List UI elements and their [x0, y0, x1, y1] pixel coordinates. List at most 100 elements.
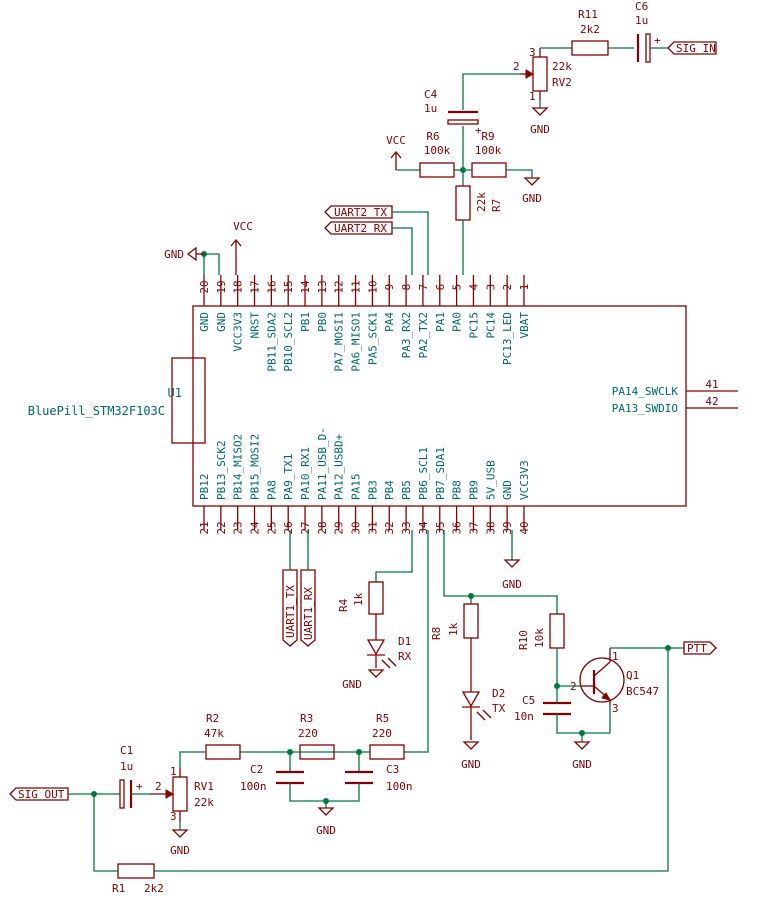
pin-36-number: 36 [451, 521, 464, 534]
pin-28-name: PA11_USB_D- [316, 427, 329, 500]
pin-40-name: VCC3V3 [518, 460, 531, 500]
pin-15-number: 15 [282, 280, 295, 293]
c6-ref: C6 [635, 0, 648, 13]
q1-body [579, 657, 625, 703]
r10-body [549, 613, 565, 649]
pin-9-name: PA4 [383, 312, 396, 332]
pin-26-number: 26 [282, 521, 295, 534]
c3-ref: C3 [386, 763, 399, 776]
sig-in-label [667, 41, 717, 55]
gnd-label-u1-bottom: GND [502, 578, 522, 591]
pin-15-name: PB10_SCL2 [282, 312, 295, 372]
pin-33-name: PB5 [400, 480, 413, 500]
pin-42-number: 42 [705, 395, 718, 408]
d2-ref: D2 [492, 687, 505, 700]
vcc-label-u1: VCC [233, 220, 253, 233]
pin-14-number: 14 [299, 280, 312, 294]
rv1-pin-2: 2 [155, 780, 162, 793]
q1-ref: Q1 [626, 669, 639, 682]
ptt-label [683, 641, 717, 655]
d1-ref: D1 [398, 635, 411, 648]
pin-29-name: PA12_USBD+ [333, 433, 346, 500]
sig-in-text: SIG_IN [676, 42, 716, 55]
pin-11-number: 11 [350, 280, 363, 293]
pin-5-number: 5 [451, 284, 464, 291]
uart1-tx-text: UART1_TX [284, 585, 297, 638]
pin-19-name: GND [215, 312, 228, 332]
gnd-symbol-q1 [573, 741, 591, 750]
r11-body [571, 40, 609, 56]
vcc-label-r6: VCC [386, 134, 406, 147]
pin-7-name: PA2_TX2 [417, 312, 430, 358]
ptt-text: PTT [687, 642, 707, 655]
pin-34-name: PB6_SCL1 [417, 447, 430, 500]
pin-26-name: PA9_TX1 [282, 454, 295, 500]
r4-ref: R4 [337, 598, 350, 612]
gnd-label-d1: GND [342, 678, 362, 691]
c3-value: 100n [386, 780, 413, 793]
q1-pin-3: 3 [612, 702, 619, 715]
pin-38-name: 5V_USB [484, 460, 497, 500]
pin-30-number: 30 [350, 521, 363, 534]
rv1-ref: RV1 [194, 780, 214, 793]
r10-ref: R10 [517, 630, 530, 650]
pin-39-number: 39 [501, 521, 514, 534]
c1-ref: C1 [120, 744, 133, 757]
gnd-symbol-c2c3 [317, 807, 335, 816]
c5-ref: C5 [522, 694, 535, 707]
gnd-symbol-r9 [523, 177, 541, 186]
c1-value: 1u [120, 760, 133, 773]
uart1-rx-label [300, 569, 316, 647]
sig-out-text: SIG_OUT [18, 788, 65, 801]
pin-12-number: 12 [333, 280, 346, 293]
gnd-symbol-rv1 [171, 829, 189, 838]
pin-10-name: PA5_SCK1 [366, 312, 379, 365]
r8-ref: R8 [430, 627, 443, 640]
pin-28-number: 28 [316, 521, 329, 534]
r2-ref: R2 [206, 712, 219, 725]
rv2-pin-2: 2 [513, 60, 520, 73]
rv1-pin-3: 3 [170, 810, 177, 823]
pin-41-number: 41 [705, 378, 718, 391]
r8-body [463, 603, 479, 639]
pin-37-name: PB9 [467, 480, 480, 500]
gnd-label-u1-top: GND [164, 248, 184, 261]
c4-value: 1u [424, 102, 437, 115]
pin-1-number: 1 [518, 284, 531, 291]
c2-ref: C2 [250, 763, 263, 776]
pin-24-name: PB15_MOSI2 [249, 434, 262, 500]
pin-37-number: 37 [467, 521, 480, 534]
pin-20-number: 20 [198, 280, 211, 293]
r5-body [369, 744, 405, 760]
pin-8-number: 8 [400, 284, 413, 291]
pin-4-number: 4 [467, 283, 480, 290]
pin-33-number: 33 [400, 521, 413, 534]
r11-value: 2k2 [580, 23, 600, 36]
pin-13-name: PB0 [316, 312, 329, 332]
r11-ref: R11 [578, 8, 598, 21]
pin-4-name: PC15 [467, 312, 480, 339]
q1-value: BC547 [626, 685, 659, 698]
r1-body [117, 863, 155, 879]
gnd-label-d2: GND [461, 758, 481, 771]
u1-bottom-pins: 21PB1222PB13_SCK223PB14_MISO224PB15_MOSI… [198, 427, 531, 534]
pin-9-number: 9 [383, 284, 396, 291]
gnd-label-q1: GND [572, 758, 592, 771]
pin-14-name: PB1 [299, 312, 312, 332]
c1-plate-left [119, 779, 125, 809]
gnd-symbol-u1-bottom [503, 559, 521, 568]
pin-34-number: 34 [417, 521, 430, 535]
uart2-tx-label [324, 205, 393, 219]
pin-42-name: PA13_SWDIO [612, 402, 678, 415]
pin-6-name: PA1 [434, 312, 447, 332]
pin-3-number: 3 [484, 284, 497, 291]
gnd-label-rv1: GND [170, 844, 190, 857]
uart2-rx-label [324, 221, 393, 235]
rv2-value: 22k [552, 60, 572, 73]
r10-value: 10k [533, 628, 546, 648]
pin-25-name: PA8 [265, 480, 278, 500]
pin-32-number: 32 [383, 521, 396, 534]
rv2-pin-3: 3 [529, 46, 536, 59]
c5-value: 10n [514, 710, 534, 723]
